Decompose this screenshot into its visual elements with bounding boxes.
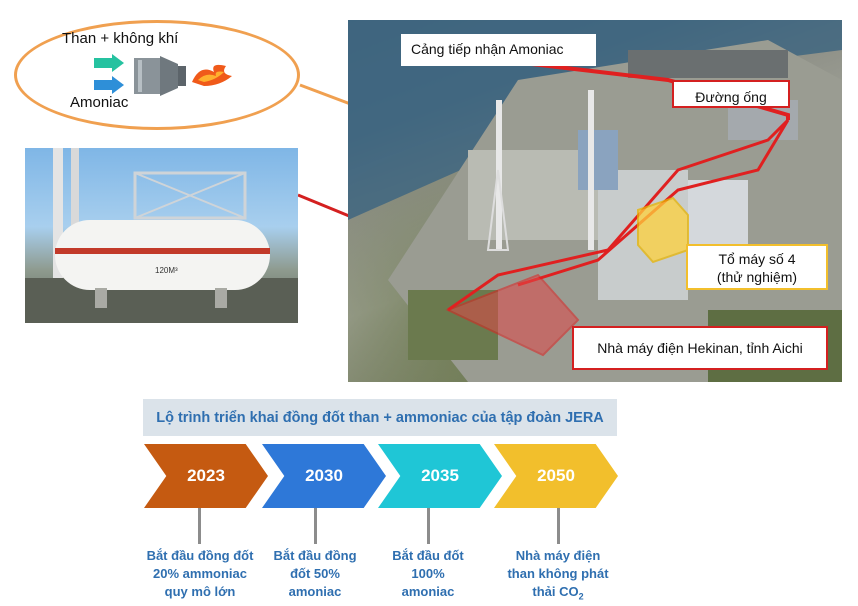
input-coal-air-label: Than + không khí <box>62 30 179 47</box>
milestone-2035-line3: amoniac <box>401 584 455 599</box>
unit4-label-line2: (thử nghiệm) <box>716 269 798 285</box>
plant-label: Nhà máy điện Hekinan, tỉnh Aichi <box>572 326 828 370</box>
co2-subscript: 2 <box>578 591 584 602</box>
milestone-2035-line2: 100% <box>411 566 445 581</box>
burner-icon <box>134 56 186 96</box>
milestone-2035-stem <box>427 508 430 544</box>
milestone-2030-line3: amoniac <box>288 584 342 599</box>
unit4-label: Tổ máy số 4 (thử nghiệm) <box>686 244 828 290</box>
unit4-highlight <box>637 196 689 264</box>
aerial-plant-photo: Cảng tiếp nhận Amoniac Đường ống Tổ máy … <box>348 20 842 382</box>
tank-marking: 120M³ <box>155 266 178 275</box>
milestone-2030-line1: Bắt đầu đồng <box>273 548 357 563</box>
port-label: Cảng tiếp nhận Amoniac <box>401 34 596 66</box>
milestone-2023-chevron: 2023 <box>144 444 268 508</box>
milestone-2030-line2: đốt 50% <box>290 566 340 581</box>
milestone-2050-line3: thải CO2 <box>498 583 618 606</box>
red-hatched-area <box>445 273 580 357</box>
milestone-2050-description: Nhà máy điện than không phát thải CO2 <box>498 547 618 606</box>
blue-arrow-icon <box>94 76 124 94</box>
milestone-2050-stem <box>557 508 560 544</box>
milestone-2023-description: Bắt đầu đồng đốt 20% ammoniac quy mô lớn <box>140 547 260 601</box>
milestone-2050-line1: Nhà máy điện <box>515 548 601 563</box>
milestone-2035-line1: Bắt đầu đốt <box>392 548 464 563</box>
pipeline-label: Đường ống <box>672 80 790 108</box>
flame-icon <box>192 64 232 86</box>
tank-illustration: 120M³ <box>25 148 298 323</box>
unit4-label-line1: Tổ máy số 4 <box>718 251 796 267</box>
green-arrow-icon <box>94 54 124 72</box>
burner-diagram <box>94 54 232 96</box>
ammonia-tank-photo: 120M³ <box>25 148 298 323</box>
milestone-2050-line2: than không phát <box>507 566 609 581</box>
milestone-2050-line3-text: thải CO <box>532 584 579 599</box>
milestone-2030-description: Bắt đầu đồng đốt 50% amoniac <box>255 547 375 601</box>
milestone-2030-stem <box>314 508 317 544</box>
milestone-2023-line2: 20% ammoniac <box>153 566 247 581</box>
milestone-2023-stem <box>198 508 201 544</box>
input-ammonia-label: Amoniac <box>70 94 129 111</box>
milestone-2023-line3: quy mô lớn <box>164 584 236 599</box>
milestone-2023-line1: Bắt đầu đồng đốt <box>146 548 254 563</box>
roadmap-title: Lộ trình triển khai đồng đốt than + ammo… <box>143 399 617 436</box>
milestone-2035-description: Bắt đầu đốt 100% amoniac <box>368 547 488 601</box>
